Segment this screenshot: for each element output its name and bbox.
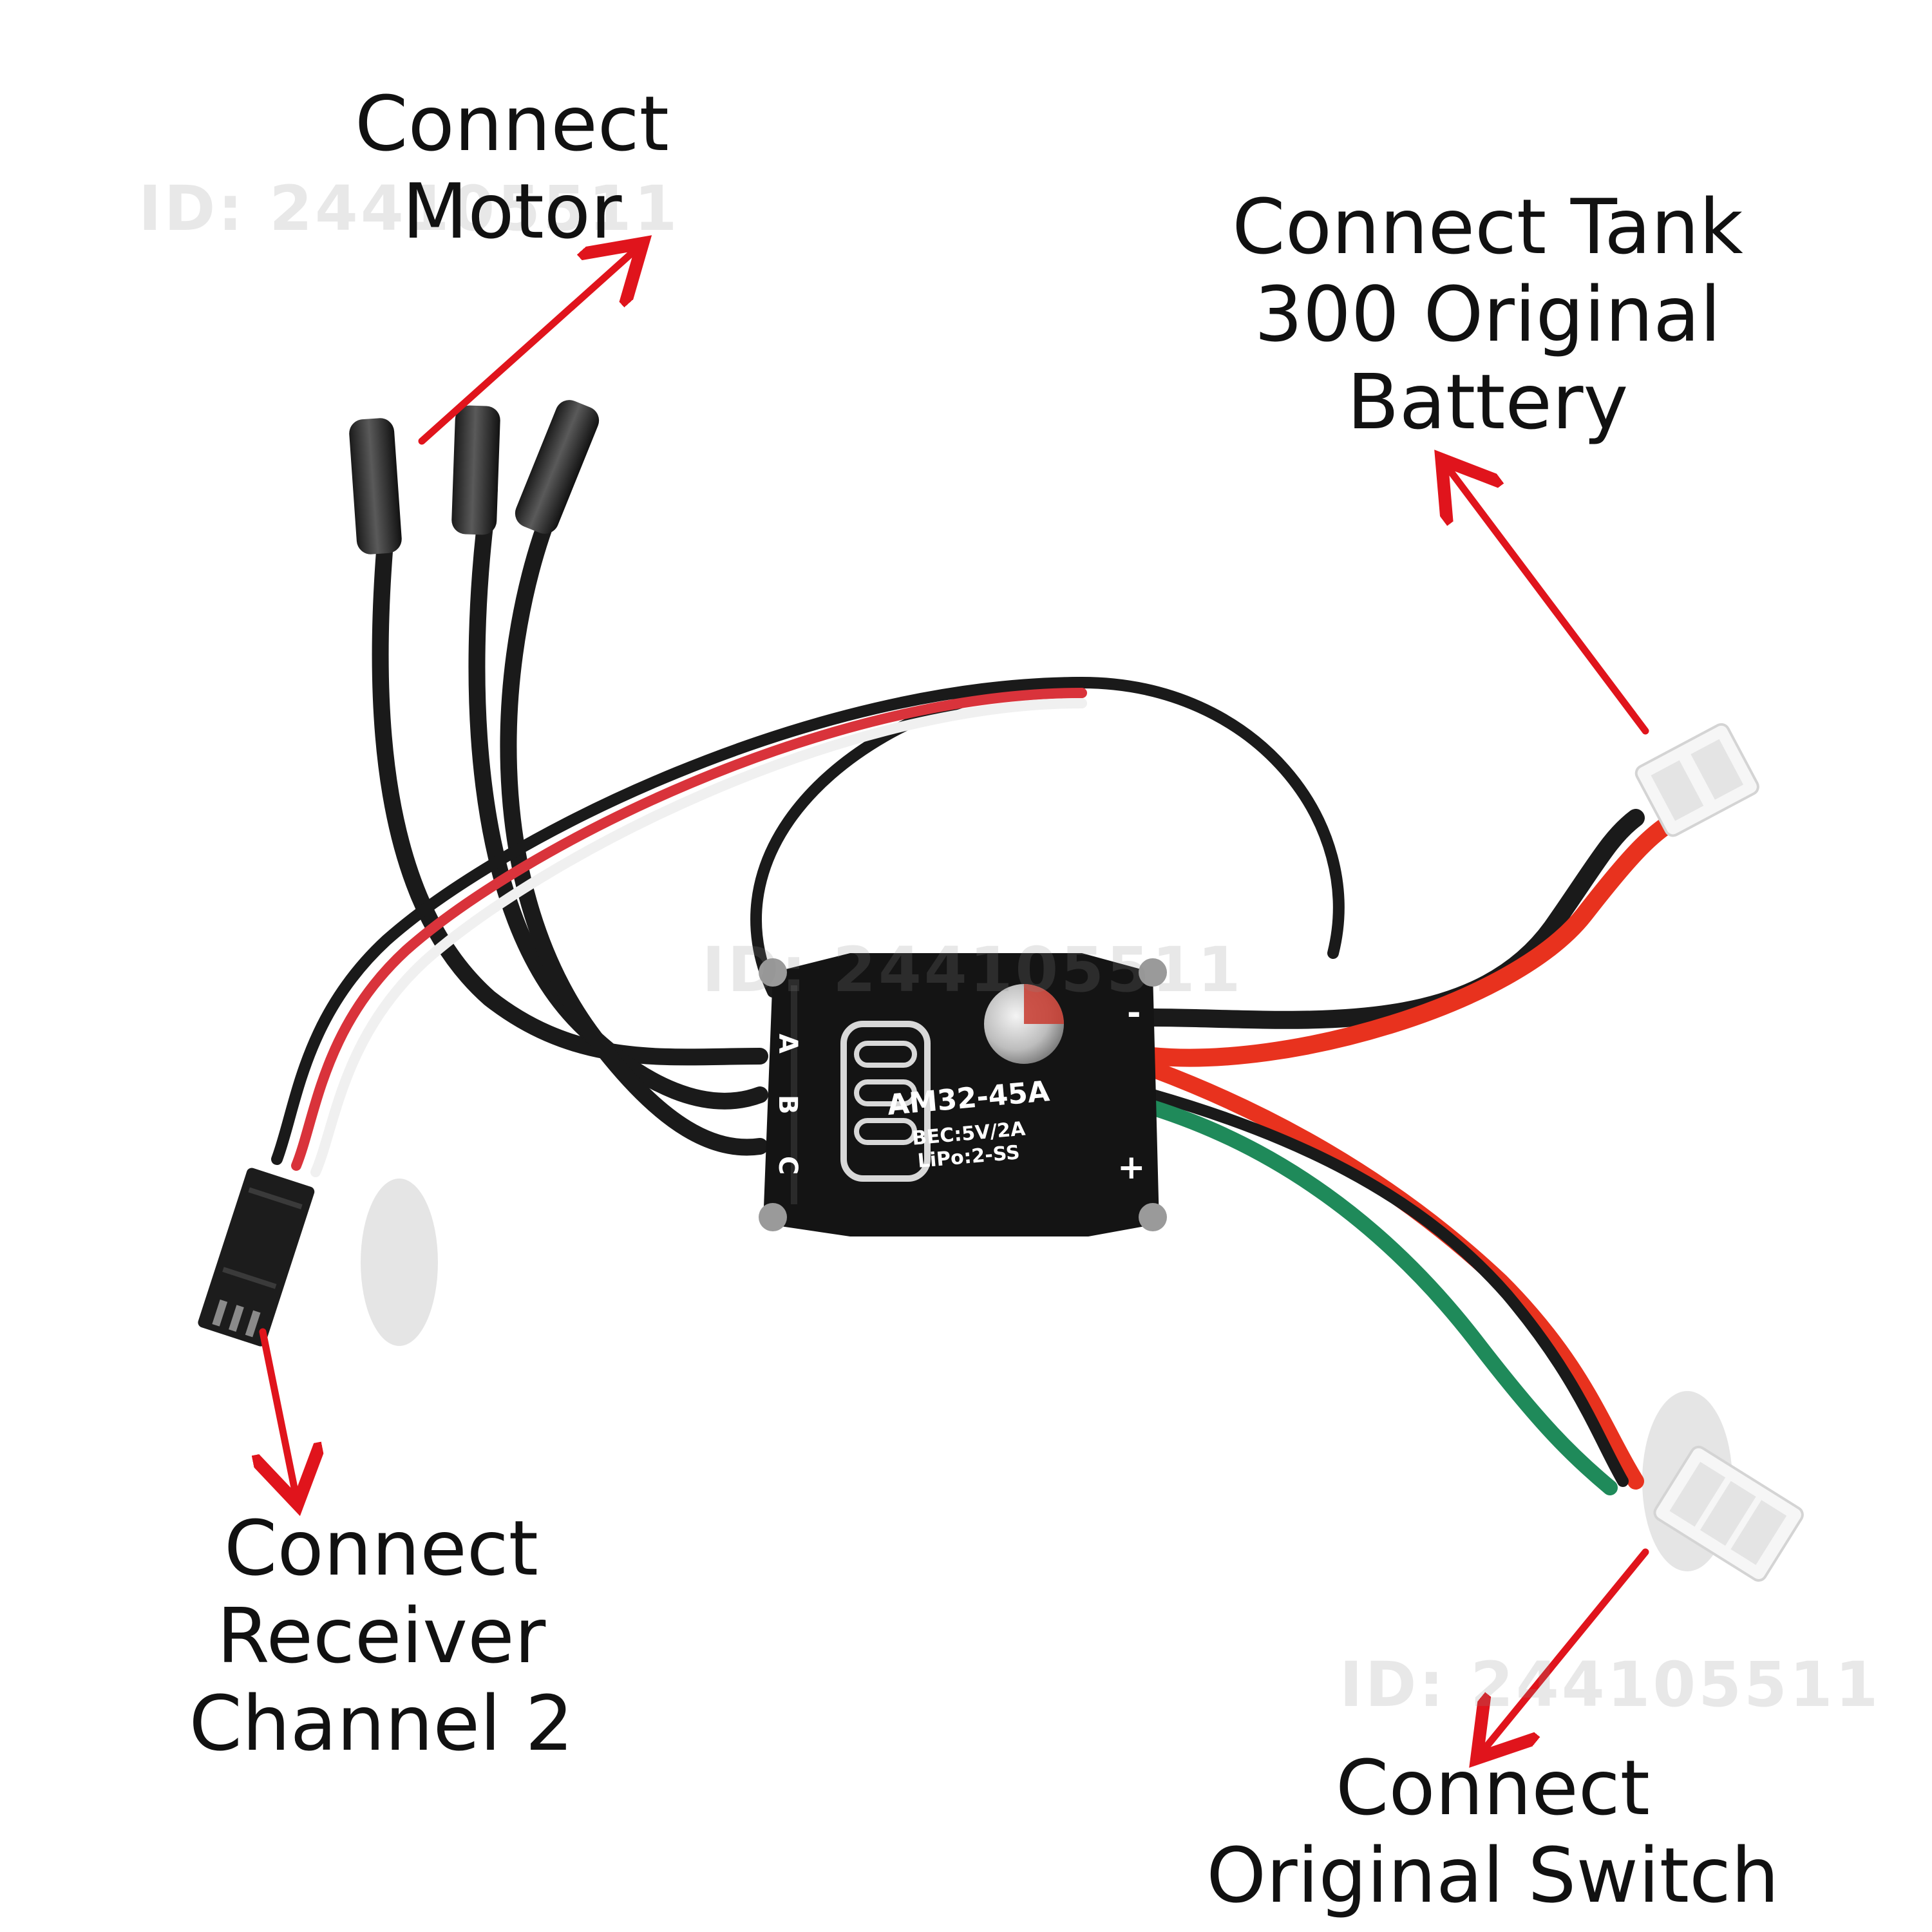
arrow-switch — [1481, 1548, 1649, 1753]
receiver-label: Connect Receiver Channel 2 — [189, 1504, 573, 1767]
receiver-label-line-1: Connect — [224, 1504, 538, 1593]
battery-label: Connect Tank 300 Original Battery — [1232, 183, 1743, 446]
switch-wires — [1144, 1061, 1644, 1495]
switch-label: Connect Original Switch — [1206, 1744, 1779, 1919]
motor-label: Connect Motor — [355, 80, 669, 255]
watermark-center: ID: 244105511 — [702, 934, 1244, 1006]
board-plus-label: + — [1117, 1148, 1146, 1187]
receiver-plug — [198, 1168, 315, 1347]
motor-label-line-2: Motor — [402, 167, 622, 256]
board-phase-b: B — [773, 1095, 802, 1115]
switch-label-line-1: Connect — [1336, 1743, 1650, 1832]
board-minus-label: - — [1127, 994, 1141, 1032]
receiver-label-line-3: Channel 2 — [189, 1679, 574, 1768]
switch-plug — [1653, 1445, 1804, 1582]
receiver-label-line-2: Receiver — [216, 1591, 546, 1680]
motor-label-line-1: Connect — [355, 79, 669, 168]
battery-label-line-1: Connect Tank — [1232, 182, 1743, 271]
switch-label-line-2: Original Switch — [1206, 1831, 1779, 1920]
battery-label-line-3: Battery — [1347, 357, 1629, 446]
esc-board — [759, 953, 1167, 1236]
battery-label-line-2: 300 Original — [1254, 270, 1721, 359]
motor-connectors — [349, 400, 600, 554]
arrow-battery — [1446, 465, 1649, 735]
motor-wires — [372, 481, 768, 1156]
receiver-wire-loop — [271, 676, 1345, 1177]
board-phase-c: C — [773, 1156, 802, 1175]
watermark-bottom-right: ID: 244105511 — [1340, 1649, 1881, 1721]
arrow-motor — [418, 248, 638, 445]
board-phase-a: A — [773, 1034, 802, 1054]
arrow-receiver — [263, 1328, 296, 1497]
arrows — [263, 248, 1649, 1753]
battery-plug — [1634, 723, 1759, 837]
watermark-top-left: ID: 244105511 — [138, 173, 680, 245]
battery-wires — [1144, 809, 1677, 1067]
